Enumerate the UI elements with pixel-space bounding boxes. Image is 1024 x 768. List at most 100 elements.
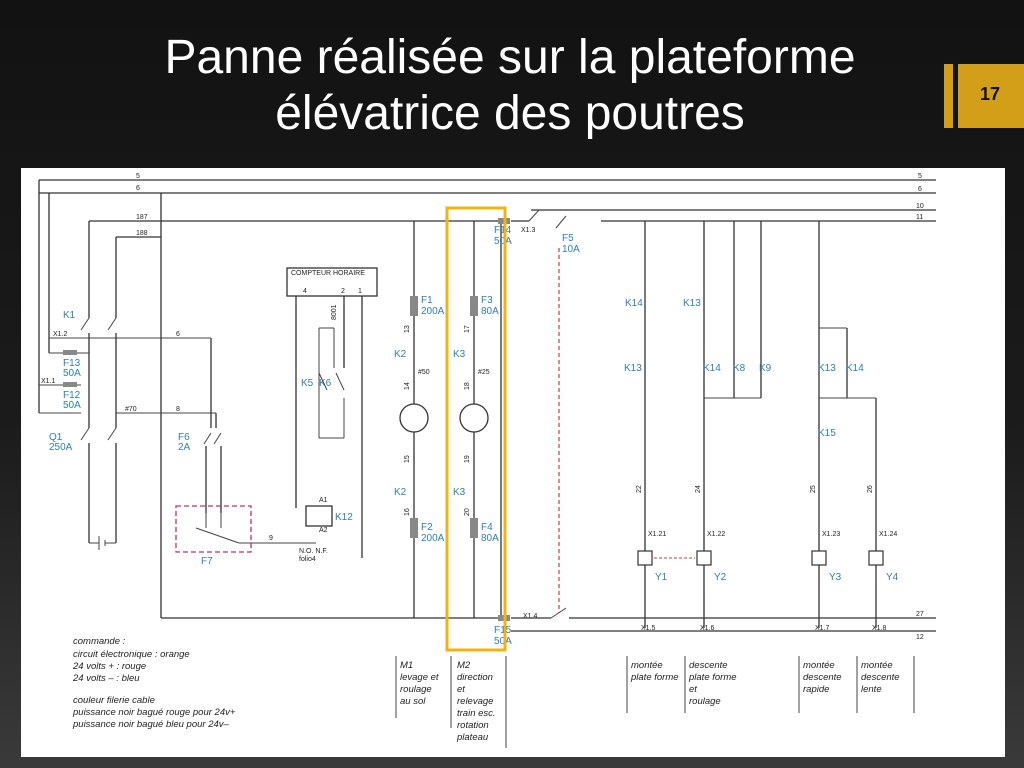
terminal-label: X1.1 (41, 378, 56, 385)
caption-line: descente (689, 660, 728, 671)
component-rating: 50A (63, 368, 81, 379)
compteur-horaire-box (286, 267, 378, 297)
fuse-f2 (410, 518, 418, 538)
component-rating: 200A (421, 533, 445, 544)
wire-label: 8 (176, 406, 180, 413)
wire-label: #50 (418, 369, 430, 376)
wire-label: 12 (916, 634, 924, 641)
wiring-schematic: 5 6 187 188 5 6 10 11 K1 X1.2 (38, 173, 936, 748)
wire-label: 27 (916, 611, 924, 618)
component-rating: 200A (421, 306, 445, 317)
component-label: F15 (494, 625, 512, 636)
valve-branches: K14 K13 K13 K14 K8 K9 K13 K14 K15 22 24 … (624, 221, 899, 632)
slide-title-line-1: Panne réalisée sur la plateforme (164, 31, 856, 84)
caption-line: rapide (803, 684, 829, 695)
wire-label: 14 (404, 382, 411, 390)
wire-label: 6 (176, 331, 180, 338)
component-label: K14 (625, 298, 643, 309)
wire-label: 15 (404, 455, 411, 463)
component-rating: 50A (63, 400, 81, 411)
page-badge-stripe (944, 64, 953, 128)
fuse-f5-branch: X1.3 X1.4 F5 10A 27 12 (511, 209, 936, 641)
caption-line: relevage (457, 696, 493, 707)
compteur-pin: 2 (341, 288, 345, 295)
component-rating: 80A (481, 306, 499, 317)
component-label: K12 (335, 512, 353, 523)
wire-label: 6 (918, 186, 922, 193)
component-rating: 250A (49, 442, 73, 453)
caption-line: rotation (457, 720, 489, 731)
legend-line: 24 volts + : rouge (72, 661, 146, 672)
component-rating: 80A (481, 533, 499, 544)
caption-line: plateau (456, 732, 489, 743)
function-captions: M1 levage et roulage au sol M2 direction… (395, 656, 915, 748)
wire-label: 6 (136, 185, 140, 192)
caption-line: montée (631, 660, 663, 671)
control-section: F6 2A F7 9 COMPTEUR HORAIRE 4 2 1 8001 K… (175, 267, 378, 567)
terminal-label: X1.3 (521, 227, 536, 234)
wire-label: 11 (916, 214, 923, 221)
fault-highlight-box (445, 206, 507, 652)
caption-line: et (457, 684, 465, 695)
wire-label: 24 (695, 485, 702, 493)
terminal-label: X1.21 (648, 531, 666, 538)
motor-m1-branch: F1 200A K2 K2 F2 200A 13 14 15 16 #50 (394, 221, 445, 618)
component-label: K2 (394, 487, 407, 498)
component-label: K2 (394, 349, 407, 360)
legend-line: puissance noir bagué rouge pour 24v+ (72, 707, 236, 718)
wire-label: #25 (478, 369, 490, 376)
component-label: K3 (453, 487, 466, 498)
fuse-f4 (470, 518, 478, 538)
component-label: K9 (759, 363, 772, 374)
component-label: F5 (562, 233, 574, 244)
component-rating: 50A (494, 636, 512, 647)
motor-m2-branch: F3 80A K3 K3 F4 80A 17 18 19 20 #25 F14 … (445, 206, 512, 652)
caption-line: M2 (457, 660, 471, 671)
schematic-sheet: 5 6 187 188 5 6 10 11 K1 X1.2 (21, 168, 1005, 757)
folio-ref: folio4 (299, 556, 316, 563)
component-label: K3 (453, 349, 466, 360)
slide-title: Panne réalisée sur la plateforme élévatr… (60, 30, 960, 142)
wire-label: 20 (464, 508, 471, 516)
page-number-badge: 17 (958, 64, 1024, 128)
component-label: K6 (319, 378, 332, 389)
component-label: F1 (421, 295, 433, 306)
component-label: F14 (494, 225, 512, 236)
color-legend: commande : circuit électronique : orange… (72, 636, 236, 730)
component-label: Y3 (829, 572, 842, 583)
component-label: F4 (481, 522, 493, 533)
fuse-f1 (410, 296, 418, 316)
component-label: K13 (624, 363, 642, 374)
contact-legend: N.O. N.F. (299, 548, 328, 555)
component-label: F7 (201, 556, 213, 567)
wire-label: 13 (404, 325, 411, 333)
component-label: F13 (63, 358, 81, 369)
component-label: Y1 (655, 572, 668, 583)
wire-label: 10 (916, 203, 924, 210)
legend-line: puissance noir bagué bleu pour 24v– (72, 719, 230, 730)
component-rating: 50A (494, 236, 512, 247)
terminal-label: A1 (319, 497, 328, 504)
component-label: K15 (818, 428, 836, 439)
terminal-label: X1.2 (53, 331, 68, 338)
caption-line: au sol (400, 696, 426, 707)
caption-line: roulage (689, 696, 721, 707)
valve-coil-y4 (868, 550, 884, 566)
terminal-label: X1.23 (822, 531, 840, 538)
wire-label: 5 (136, 173, 140, 180)
terminal-label: X1.5 (641, 625, 656, 632)
component-label: K14 (703, 363, 721, 374)
component-label: F12 (63, 390, 81, 401)
terminal-label: X1.6 (700, 625, 715, 632)
component-label: K1 (63, 310, 76, 321)
valve-coil-y3 (811, 550, 827, 566)
component-rating: 2A (178, 442, 191, 453)
valve-coil-y2 (696, 550, 712, 566)
wire-label: 9 (269, 535, 273, 542)
wire-label: 8001 (331, 304, 338, 320)
motor-m1-symbol (399, 403, 429, 433)
caption-line: montée (803, 660, 835, 671)
component-rating: 10A (562, 244, 580, 255)
wire-label: 25 (810, 485, 817, 493)
component-label: F2 (421, 522, 433, 533)
